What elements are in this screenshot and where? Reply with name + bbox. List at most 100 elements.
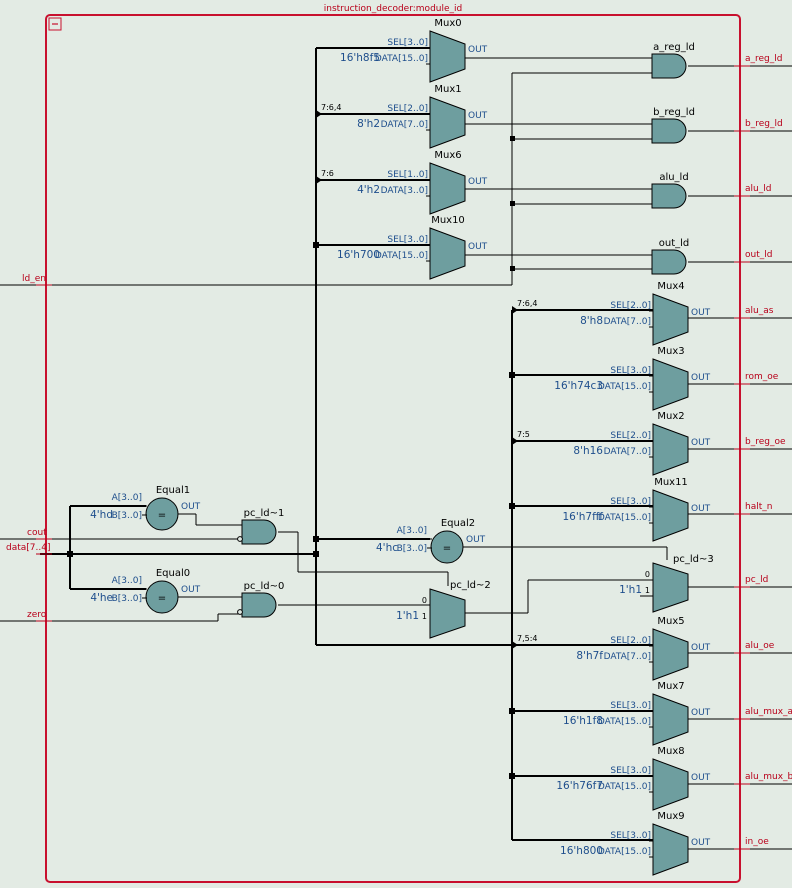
mux-sel-label: SEL[2..0] (387, 104, 428, 114)
output-port-label: in_oe (745, 837, 769, 847)
mux-data-label: DATA[15..0] (375, 54, 428, 64)
input-port-data: data[7..4] (6, 543, 52, 555)
mux-data-label: DATA[15..0] (375, 251, 428, 261)
output-port-label: halt_n (745, 502, 772, 512)
mux-out-label: OUT (468, 177, 488, 187)
inverter-bubble (237, 609, 243, 615)
mux-data-label: DATA[15..0] (598, 717, 651, 727)
comparator-name: Equal1 (156, 485, 190, 496)
mux-name: Mux8 (657, 746, 684, 757)
mux-name: Mux10 (431, 215, 465, 226)
output-port-a-reg-ld: a_reg_ld (734, 54, 782, 67)
output-port-halt-n: halt_n (734, 502, 772, 515)
tap-label-mux4: 7:6,4 (517, 299, 538, 308)
mux-body (652, 823, 689, 876)
output-port-label: alu_mux_a (745, 707, 792, 717)
tap-label-mux2: 7:5 (517, 430, 530, 439)
mux-data-label: DATA[15..0] (598, 847, 651, 857)
and-gate-alu-ld: alu_ld (651, 172, 689, 209)
mux-data-label: DATA[15..0] (598, 782, 651, 792)
mux-data-label: DATA[7..0] (604, 652, 651, 662)
comparator-name: Equal0 (156, 568, 190, 579)
and-gate-name: pc_ld~0 (244, 581, 285, 592)
tap-label-mux5: 7,5:4 (517, 634, 538, 643)
output-port-label: alu_oe (745, 641, 775, 651)
mux-out-label: OUT (468, 45, 488, 55)
mux-body (652, 358, 689, 411)
mux-out-label: OUT (691, 773, 711, 783)
and-gate-body (651, 183, 687, 209)
output-port-label: rom_oe (745, 372, 779, 382)
mux-out-label: OUT (691, 838, 711, 848)
input-port-label: data[7..4] (6, 543, 50, 553)
mux-layer: Mux0SEL[3..0]DATA[15..0]16'h8f5OUTMux1SE… (337, 18, 711, 876)
comparator-a-label: A[3..0] (112, 493, 142, 503)
comparator-const-value: 4'hc (376, 542, 398, 554)
mux-sel-label: SEL[3..0] (610, 831, 651, 841)
and-gate-body (651, 249, 687, 275)
and-gate-out-ld: out_ld (651, 238, 690, 275)
mux-body (652, 423, 689, 476)
mux-const-value: 8'h2 (357, 118, 380, 130)
mux-const-value: 16'h700 (337, 249, 380, 261)
and-gate-pc-ld-0: pc_ld~0 (237, 581, 285, 618)
output-port-alu-mux-b: alu_mux_b (734, 772, 792, 785)
select-mux-const-value: 1'h1 (396, 610, 419, 622)
output-port-rom-oe: rom_oe (734, 372, 779, 385)
collapse-icon[interactable] (48, 17, 62, 31)
mux-name: Mux1 (434, 84, 461, 95)
mux-sel-label: SEL[3..0] (387, 235, 428, 245)
comparator-body (145, 497, 179, 531)
mux-name: Mux9 (657, 811, 684, 822)
input-port-zero: zero (27, 610, 52, 622)
comparator-body (430, 530, 464, 564)
mux-name: Mux5 (657, 616, 684, 627)
output-port-label: pc_ld (745, 575, 768, 585)
select-mux-in1: 1 (645, 586, 650, 595)
output-port-b-reg-oe: b_reg_oe (734, 437, 786, 450)
mux-sel-label: SEL[3..0] (610, 497, 651, 507)
mux-body (652, 758, 689, 811)
output-port-label: out_ld (745, 250, 772, 260)
input-port-label: ld_en (22, 274, 46, 284)
and-gate-name: b_reg_ld (653, 107, 695, 118)
mux-const-value: 4'h2 (357, 184, 380, 196)
output-port-label: alu_as (745, 306, 774, 316)
mux-sel-label: SEL[3..0] (610, 366, 651, 376)
and-gate-body (651, 118, 687, 144)
mux-const-value: 16'h7fff (562, 511, 603, 523)
and-gate-name: out_ld (659, 238, 690, 249)
mux-data-label: DATA[7..0] (604, 447, 651, 457)
mux-sel-label: SEL[2..0] (610, 636, 651, 646)
output-port-alu-as: alu_as (734, 306, 774, 319)
comparator-b-label: B[3..0] (397, 544, 427, 554)
comparator-layer: Equal1A[3..0]B[3..0]4'hdOUT=Equal0A[3..0… (90, 485, 486, 614)
module-title: instruction_decoder:module_id (324, 4, 463, 14)
and-gate-body (651, 53, 687, 79)
mux-name: Mux7 (657, 681, 684, 692)
mux-const-value: 8'h16 (573, 445, 603, 457)
mux-name: Mux3 (657, 346, 684, 357)
mux-sel-label: SEL[3..0] (610, 701, 651, 711)
output-port-in-oe: in_oe (734, 837, 769, 850)
and-gate-body (241, 592, 277, 618)
input-port-label: cout (27, 528, 47, 538)
comparator-out-label: OUT (181, 502, 201, 512)
mux-const-value: 8'h7f (576, 650, 603, 662)
select-mux-in0: 0 (645, 570, 650, 579)
mux-name: Mux4 (657, 281, 684, 292)
mux-body (652, 489, 689, 542)
comparator-body (145, 580, 179, 614)
mux-sel-label: SEL[3..0] (387, 38, 428, 48)
